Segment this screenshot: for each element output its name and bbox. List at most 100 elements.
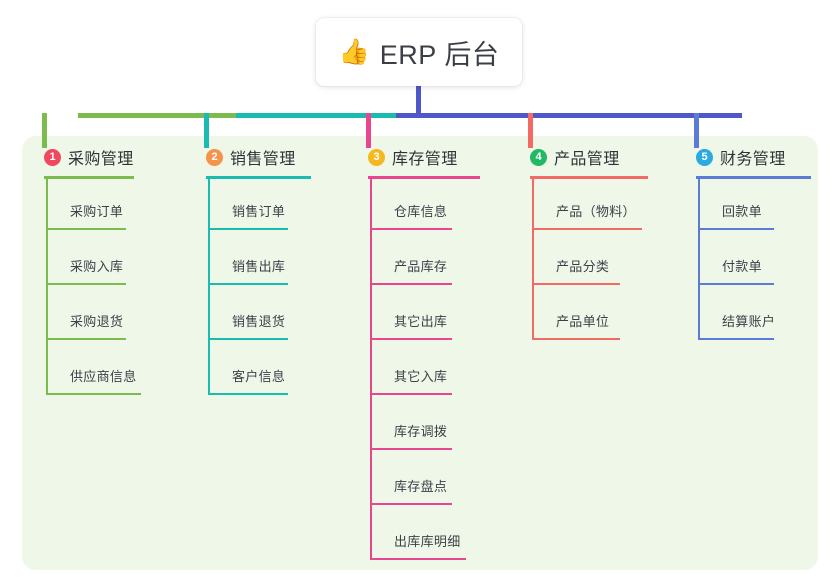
list-item-rule (370, 503, 452, 505)
column-underline (368, 176, 480, 179)
column-4: 4 产品管理产品（物料） 产品分类产品单位 (524, 145, 674, 344)
column-title: 采购管理 (68, 151, 134, 168)
list-item[interactable]: 出库库明细 (362, 509, 512, 564)
list-item-rule (46, 228, 126, 230)
column-underline (530, 176, 648, 179)
list-item[interactable]: 客户信息 (200, 344, 350, 399)
list-item[interactable]: 产品库存 (362, 234, 512, 289)
list-item[interactable]: 销售出库 (200, 234, 350, 289)
column-header-5[interactable]: 5 财务管理 (690, 145, 820, 169)
list-item-label: 产品（物料） (556, 204, 636, 219)
list-item-rule (208, 338, 288, 340)
list-item[interactable]: 采购订单 (38, 179, 188, 234)
column-underline (696, 176, 811, 179)
column-5: 5 财务管理回款单付款单结算账户 (690, 145, 820, 344)
column-badge: 2 (206, 148, 223, 166)
list-item[interactable]: 供应商信息 (38, 344, 188, 399)
list-item-rule (46, 393, 141, 395)
column-title: 财务管理 (720, 151, 786, 168)
column-drop-connector (42, 113, 47, 148)
column-drop-connector (694, 113, 699, 148)
column-items: 产品（物料） 产品分类产品单位 (524, 179, 674, 344)
root-node-content: 👍 ERP 后台 (339, 33, 500, 72)
list-item-label: 库存盘点 (394, 479, 448, 494)
list-item[interactable]: 采购退货 (38, 289, 188, 344)
column-spine (46, 179, 48, 395)
column-title: 销售管理 (230, 151, 296, 168)
list-item-rule (370, 558, 466, 560)
list-item[interactable]: 付款单 (690, 234, 820, 289)
list-item-label: 其它出库 (394, 314, 448, 329)
column-badge: 3 (368, 148, 385, 166)
column-drop-connector (528, 113, 533, 148)
column-drop-connector (204, 113, 209, 148)
column-header-4[interactable]: 4 产品管理 (524, 145, 674, 169)
list-item[interactable]: 产品单位 (524, 289, 674, 344)
list-item[interactable]: 结算账户 (690, 289, 820, 344)
column-badge: 5 (696, 148, 713, 166)
list-item[interactable]: 库存盘点 (362, 454, 512, 509)
list-item-label: 销售订单 (232, 204, 286, 219)
connector-segment (78, 113, 236, 118)
column-spine (208, 179, 210, 395)
column-badge: 4 (530, 148, 547, 166)
list-item-label: 产品分类 (556, 259, 610, 274)
connector-bus (78, 113, 742, 118)
list-item[interactable]: 销售退货 (200, 289, 350, 344)
list-item-label: 产品单位 (556, 314, 610, 329)
column-spine (698, 179, 700, 340)
thumbs-up-emoji: 👍 (338, 37, 370, 66)
list-item-rule (698, 228, 774, 230)
list-item-rule (208, 283, 288, 285)
list-item[interactable]: 仓库信息 (362, 179, 512, 234)
column-title: 库存管理 (392, 151, 458, 168)
list-item-rule (698, 283, 774, 285)
column-underline (206, 176, 311, 179)
column-2: 2 销售管理销售订单销售出库销售退货客户信息 (200, 145, 350, 399)
list-item-label: 采购入库 (70, 259, 124, 274)
column-header-2[interactable]: 2 销售管理 (200, 145, 350, 169)
list-item[interactable]: 库存调拨 (362, 399, 512, 454)
column-spine (370, 179, 372, 560)
list-item-rule (532, 283, 620, 285)
list-item-label: 库存调拨 (394, 424, 448, 439)
column-badge: 1 (44, 148, 61, 166)
diagram-panel (22, 136, 818, 570)
column-items: 回款单付款单结算账户 (690, 179, 820, 344)
column-1: 1 采购管理采购订单采购入库采购退货供应商信息 (38, 145, 188, 399)
list-item[interactable]: 销售订单 (200, 179, 350, 234)
list-item-label: 产品库存 (394, 259, 448, 274)
list-item-rule (370, 228, 452, 230)
list-item[interactable]: 其它出库 (362, 289, 512, 344)
list-item-rule (370, 448, 452, 450)
column-spine (532, 179, 534, 340)
list-item-rule (46, 283, 126, 285)
column-3: 3 库存管理仓库信息产品库存其它出库其它入库库存调拨库存盘点出库库明细 (362, 145, 512, 564)
list-item-label: 出库库明细 (394, 534, 461, 549)
list-item[interactable]: 回款单 (690, 179, 820, 234)
column-drop-connector (366, 113, 371, 148)
list-item-label: 回款单 (722, 204, 762, 219)
list-item[interactable]: 产品（物料） (524, 179, 674, 234)
connector-segment (236, 113, 396, 118)
list-item-label: 销售出库 (232, 259, 286, 274)
list-item-rule (46, 338, 126, 340)
column-header-3[interactable]: 3 库存管理 (362, 145, 512, 169)
list-item[interactable]: 其它入库 (362, 344, 512, 399)
list-item-label: 供应商信息 (70, 369, 137, 384)
column-items: 销售订单销售出库销售退货客户信息 (200, 179, 350, 399)
list-item[interactable]: 产品分类 (524, 234, 674, 289)
list-item-label: 其它入库 (394, 369, 448, 384)
list-item-label: 付款单 (722, 259, 762, 274)
root-node-card[interactable]: 👍 ERP 后台 (316, 18, 522, 86)
page-title: ERP 后台 (379, 39, 500, 70)
list-item-rule (698, 338, 774, 340)
list-item-rule (370, 338, 452, 340)
column-title: 产品管理 (554, 151, 620, 168)
list-item-rule (208, 393, 288, 395)
list-item-label: 采购退货 (70, 314, 124, 329)
column-header-1[interactable]: 1 采购管理 (38, 145, 188, 169)
list-item[interactable]: 采购入库 (38, 234, 188, 289)
list-item-rule (370, 393, 452, 395)
list-item-label: 采购订单 (70, 204, 124, 219)
